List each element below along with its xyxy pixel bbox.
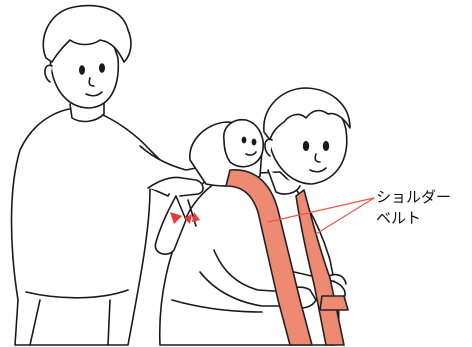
callout-line-2: ベルト [376, 208, 451, 229]
callout-line-1: ショルダー [376, 187, 451, 208]
shoulder-belt-label: ショルダー ベルト [376, 187, 451, 229]
